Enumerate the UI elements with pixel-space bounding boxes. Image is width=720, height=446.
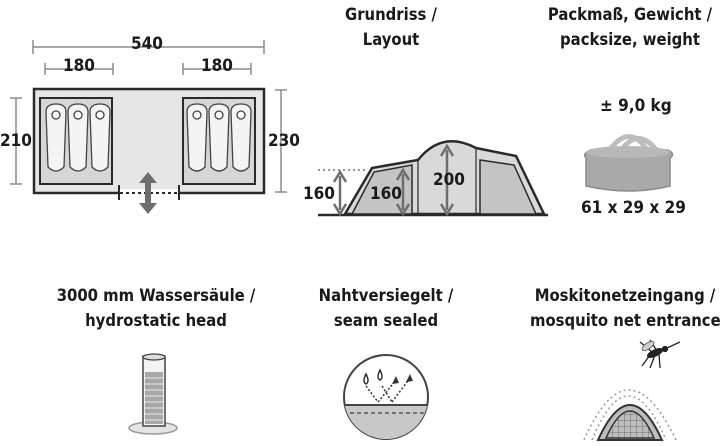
cabin-right-width-label: 180 xyxy=(201,56,233,76)
feature-hydrostatic-line2: hydrostatic head xyxy=(85,311,227,330)
feature-seam-line1: Nahtversiegelt / xyxy=(318,286,454,305)
feature-mosquito-net: Moskitonetzeingang / mosquito net entran… xyxy=(530,283,720,333)
depth-right-dimension-line xyxy=(275,89,287,193)
height-center-label: 200 xyxy=(433,170,465,190)
height-outer-arrow xyxy=(332,169,348,217)
sleeping-bags-left xyxy=(45,103,111,172)
depth-left-dimension-line xyxy=(10,97,22,185)
feature-hydrostatic-line1: 3000 mm Wassersäule / xyxy=(56,286,256,305)
feature-seam-line2: seam sealed xyxy=(333,311,439,330)
feature-seam-sealed: Nahtversiegelt / seam sealed xyxy=(316,283,456,333)
feature-mosquito-line1: Moskitonetzeingang / xyxy=(534,286,716,305)
width-dimension-line xyxy=(32,40,265,54)
water-column-icon xyxy=(128,353,178,435)
door-double-arrow-icon xyxy=(139,172,157,214)
layout-title-line1: Grundriss / xyxy=(345,5,437,24)
pack-title: Packmaß, Gewicht / packsize, weight xyxy=(545,2,715,52)
pack-title-line1: Packmaß, Gewicht / xyxy=(547,5,713,24)
layout-title-line2: Layout xyxy=(362,30,420,49)
pack-weight-label: ± 9,0 kg xyxy=(600,96,672,116)
cabin-right-dimension-line xyxy=(182,63,252,75)
feature-hydrostatic-head: 3000 mm Wassersäule / hydrostatic head xyxy=(50,283,262,333)
height-outer-label: 160 xyxy=(303,184,335,204)
feature-mosquito-line2: mosquito net entrance xyxy=(530,311,720,330)
cabin-left-dimension-line xyxy=(44,63,114,75)
pack-dimensions-label: 61 x 29 x 29 xyxy=(581,198,686,218)
pack-title-line2: packsize, weight xyxy=(560,30,700,49)
sleeping-bags-right xyxy=(186,103,252,172)
mosquito-net-icon xyxy=(583,339,681,441)
depth-left-label: 210 xyxy=(0,131,32,151)
seam-sealed-icon xyxy=(343,354,429,440)
pack-bag-icon xyxy=(583,134,674,192)
floorplan-diagram xyxy=(10,40,287,214)
total-width-label: 540 xyxy=(131,34,163,54)
height-cabin-arrow xyxy=(395,167,411,217)
cabin-left-width-label: 180 xyxy=(63,56,95,76)
height-cabin-label: 160 xyxy=(370,184,402,204)
height-center-arrow xyxy=(439,143,455,217)
layout-title: Grundriss / Layout xyxy=(326,2,456,52)
tent-side-layout xyxy=(318,140,548,217)
depth-right-label: 230 xyxy=(268,131,300,151)
